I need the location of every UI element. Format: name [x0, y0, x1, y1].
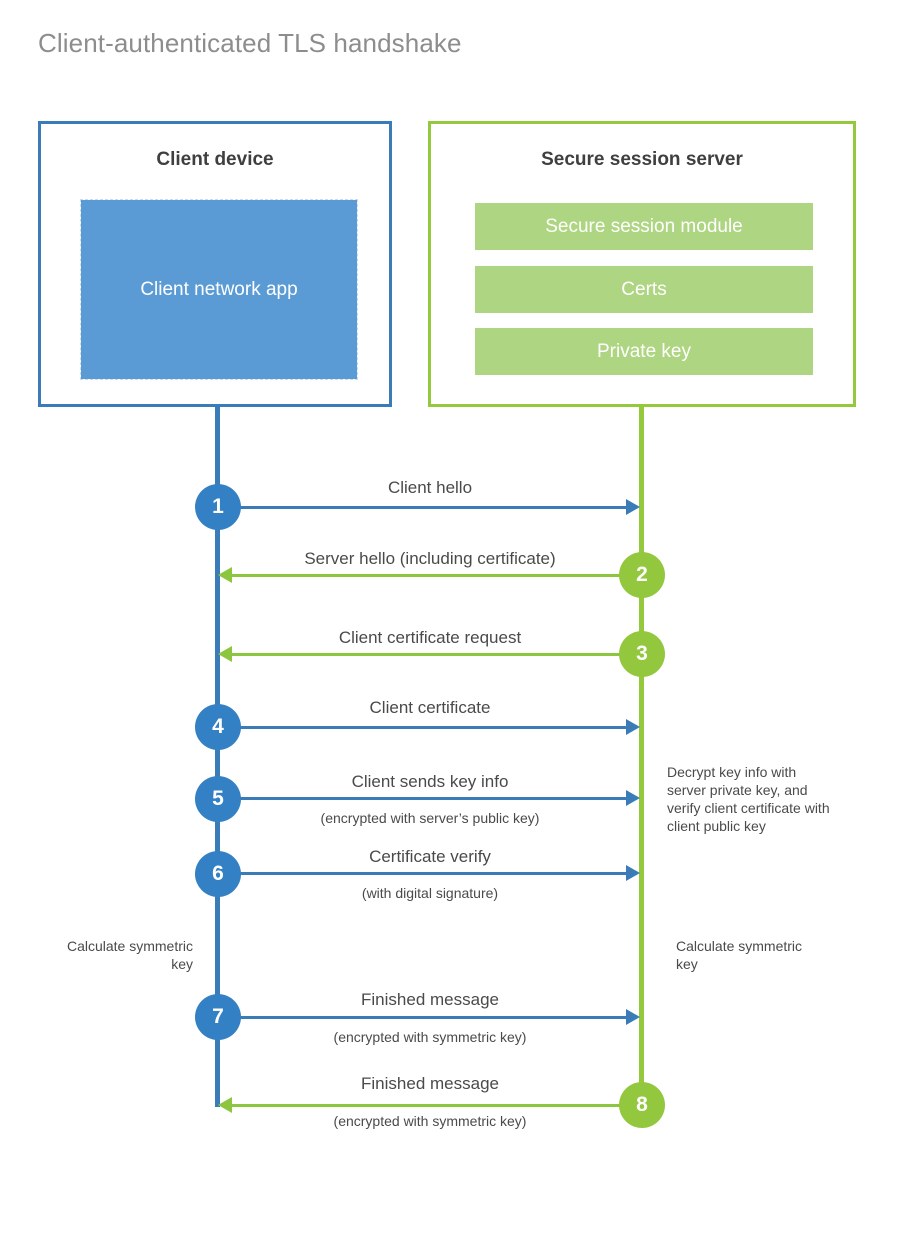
step-3-arrow-line: [232, 653, 642, 656]
server-module-certs: Certs: [475, 266, 813, 313]
server-lifeline: [639, 405, 644, 1107]
step-1-arrow-head-icon: [626, 499, 640, 515]
step-8-arrow-head-icon: [218, 1097, 232, 1113]
secure-session-server-title: Secure session server: [541, 149, 743, 170]
server-module-label: Private key: [597, 340, 691, 362]
step-1-label: Client hello: [387, 478, 473, 497]
server-module-label: Secure session module: [545, 215, 743, 237]
step-badge-7: 7: [195, 994, 241, 1040]
step-badge-8: 8: [619, 1082, 665, 1128]
step-8-sublabel: (encrypted with symmetric key): [333, 1113, 527, 1129]
step-3-label: Client certificate request: [338, 628, 522, 647]
server-module-secure-session-module: Secure session module: [475, 203, 813, 250]
step-1-arrow-line: [218, 506, 628, 509]
secure-session-server-box: Secure session server Secure session mod…: [428, 121, 856, 407]
client-network-app-label: Client network app: [140, 278, 298, 300]
step-2-label: Server hello (including certificate): [304, 549, 556, 568]
step-badge-5: 5: [195, 776, 241, 822]
server-module-label: Certs: [621, 278, 667, 300]
step-badge-6: 6: [195, 851, 241, 897]
step-6-arrow-line: [218, 872, 628, 875]
step-8-label: Finished message: [361, 1074, 499, 1093]
server-calculate-symmetric-key-annotation: Calculate symmetric key: [676, 938, 803, 972]
page-title: Client-authenticated TLS handshake: [38, 28, 462, 58]
step-5-arrow-line: [218, 797, 628, 800]
client-calculate-symmetric-key-annotation: Calculate symmetric key: [66, 938, 193, 972]
step-7-arrow-line: [218, 1016, 628, 1019]
step-badge-2: 2: [619, 552, 665, 598]
client-device-box: Client device Client network app: [38, 121, 392, 407]
step-badge-1: 1: [195, 484, 241, 530]
step-2-arrow-line: [232, 574, 642, 577]
step-6-label: Certificate verify: [369, 847, 491, 866]
step-badge-3: 3: [619, 631, 665, 677]
server-decrypt-annotation: Decrypt key info with server private key…: [667, 764, 830, 834]
step-5-label: Client sends key info: [351, 772, 509, 791]
step-7-sublabel: (encrypted with symmetric key): [333, 1029, 527, 1045]
server-module-private-key: Private key: [475, 328, 813, 375]
client-lifeline: [215, 405, 220, 1107]
client-network-app-block: Client network app: [80, 199, 358, 380]
step-4-label: Client certificate: [369, 698, 491, 717]
step-2-arrow-head-icon: [218, 567, 232, 583]
step-6-arrow-head-icon: [626, 865, 640, 881]
step-3-arrow-head-icon: [218, 646, 232, 662]
step-8-arrow-line: [232, 1104, 642, 1107]
step-6-sublabel: (with digital signature): [361, 885, 499, 901]
step-4-arrow-head-icon: [626, 719, 640, 735]
step-7-arrow-head-icon: [626, 1009, 640, 1025]
step-badge-4: 4: [195, 704, 241, 750]
step-5-sublabel: (encrypted with server’s public key): [320, 810, 540, 826]
client-device-title: Client device: [156, 149, 274, 170]
step-4-arrow-line: [218, 726, 628, 729]
step-5-arrow-head-icon: [626, 790, 640, 806]
step-7-label: Finished message: [361, 990, 499, 1009]
